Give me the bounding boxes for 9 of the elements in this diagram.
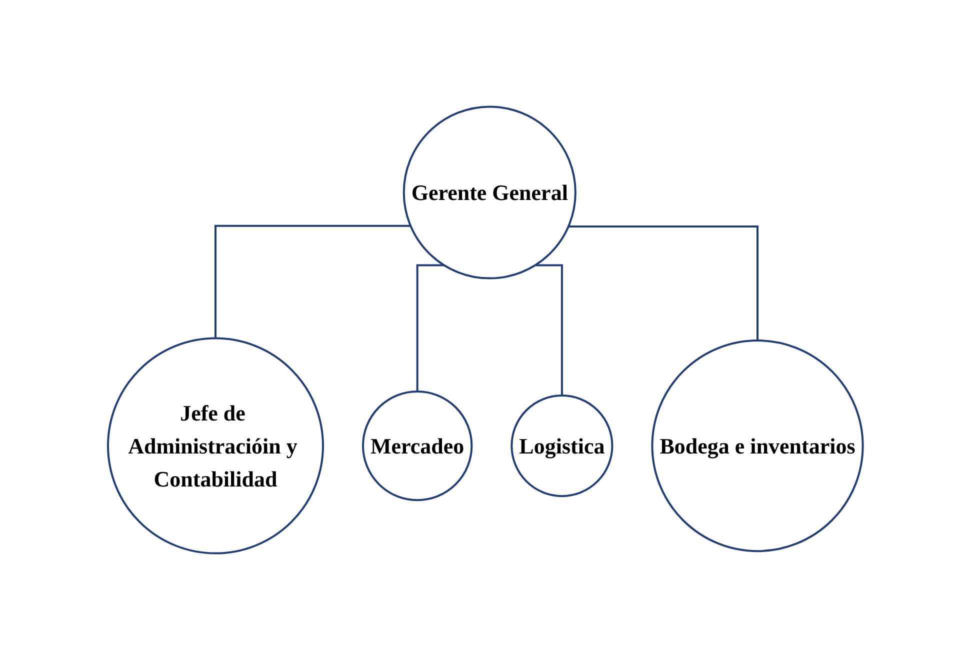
connector [568,226,759,341]
connector [214,224,411,338]
connector [535,264,564,396]
node-circle: Jefe de Administracióin y Contabilidad [107,337,324,554]
node-circle: Logistica [510,394,614,498]
node-circle: Mercadeo [362,390,473,502]
node-circle: Bodega e inventarios [651,340,864,552]
node-circle: Gerente General [402,106,577,280]
connector [416,264,444,392]
